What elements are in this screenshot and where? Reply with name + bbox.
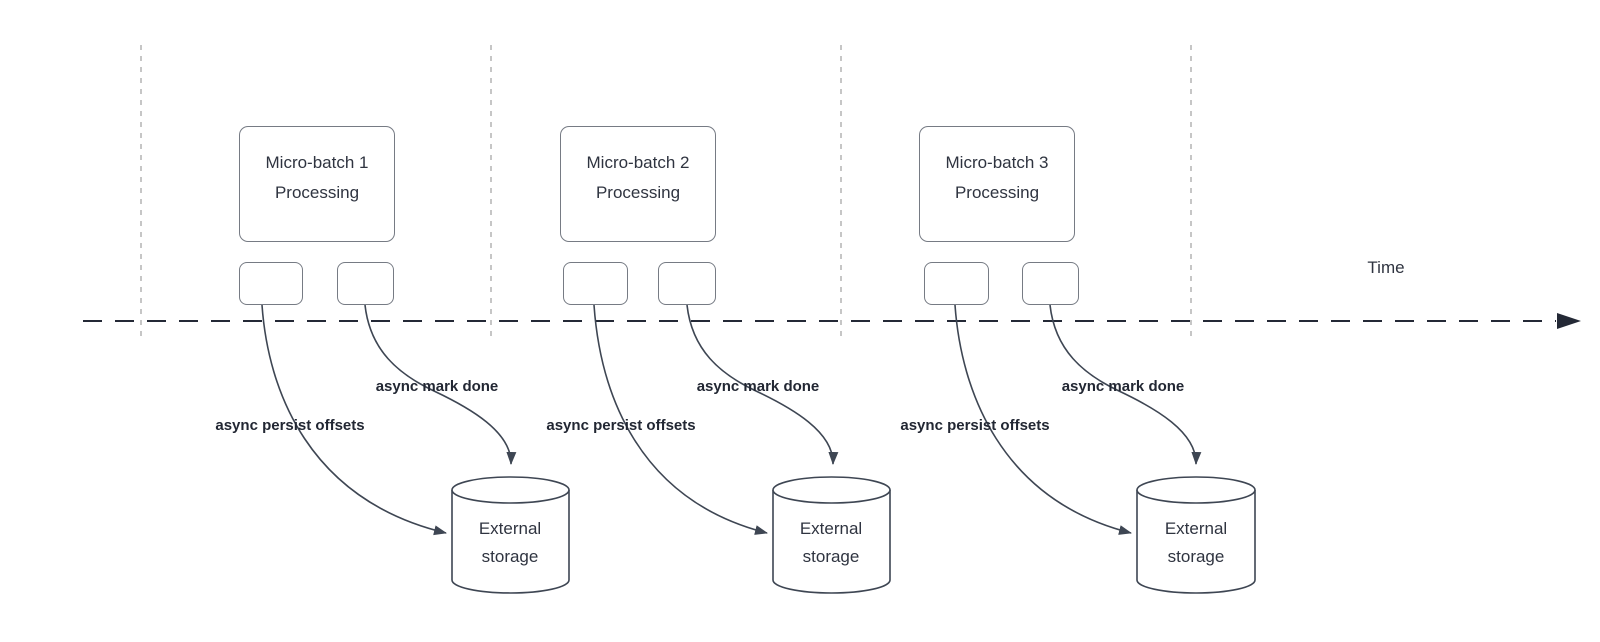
micro-batch-2-box: Micro-batch 2 Processing [560,126,716,242]
micro-batch-3-title-line2: Processing [954,183,1040,202]
storage-label-2-line1: External [799,519,863,538]
mark-done-arrow-2 [686,304,839,465]
mark-done-label-3: async mark done [1061,378,1185,395]
time-axis-arrowhead-icon [1557,313,1581,329]
micro-batch-3-title: Micro-batch 3 Processing [946,148,1049,208]
persist-offsets-arrow-2 [593,304,768,535]
storage-label-3: External storage [1136,515,1256,571]
micro-batch-3-title-line1: Micro-batch 3 [945,153,1049,172]
persist-offsets-label-1: async persist offsets [215,417,365,434]
micro-batch-1-title-line1: Micro-batch 1 [265,153,369,172]
mark-done-arrow-1 [364,304,517,465]
storage-cylinder-1 [451,476,570,594]
mark-done-task-box-2 [658,262,716,305]
persist-offsets-arrow-1 [261,304,447,536]
persist-task-box-1 [239,262,303,305]
mark-done-label-2: async mark done [696,378,820,395]
micro-batch-2-title-line1: Micro-batch 2 [586,153,690,172]
storage-label-1: External storage [450,515,570,571]
micro-batch-1-title-line2: Processing [274,183,360,202]
mark-done-arrow-3 [1049,304,1202,465]
micro-batch-1-box: Micro-batch 1 Processing [239,126,395,242]
persist-task-box-3 [924,262,989,305]
mark-done-task-box-3 [1022,262,1079,305]
storage-label-1-line2: storage [481,547,539,566]
micro-batch-3-box: Micro-batch 3 Processing [919,126,1075,242]
mark-done-label-1: async mark done [375,378,499,395]
storage-label-2: External storage [771,515,891,571]
storage-label-2-line2: storage [802,547,860,566]
storage-label-3-line1: External [1164,519,1228,538]
micro-batch-2-title: Micro-batch 2 Processing [587,148,690,208]
persist-offsets-label-2: async persist offsets [546,417,696,434]
time-axis-label: Time [1367,258,1405,277]
storage-label-3-line2: storage [1167,547,1225,566]
persist-offsets-arrow-3 [954,304,1132,535]
persist-task-box-2 [563,262,628,305]
mark-done-task-box-1 [337,262,394,305]
micro-batch-1-title: Micro-batch 1 Processing [266,148,369,208]
micro-batch-2-title-line2: Processing [595,183,681,202]
storage-cylinder-2 [772,476,891,594]
storage-cylinder-3 [1136,476,1256,594]
storage-label-1-line1: External [478,519,542,538]
persist-offsets-label-3: async persist offsets [900,417,1050,434]
